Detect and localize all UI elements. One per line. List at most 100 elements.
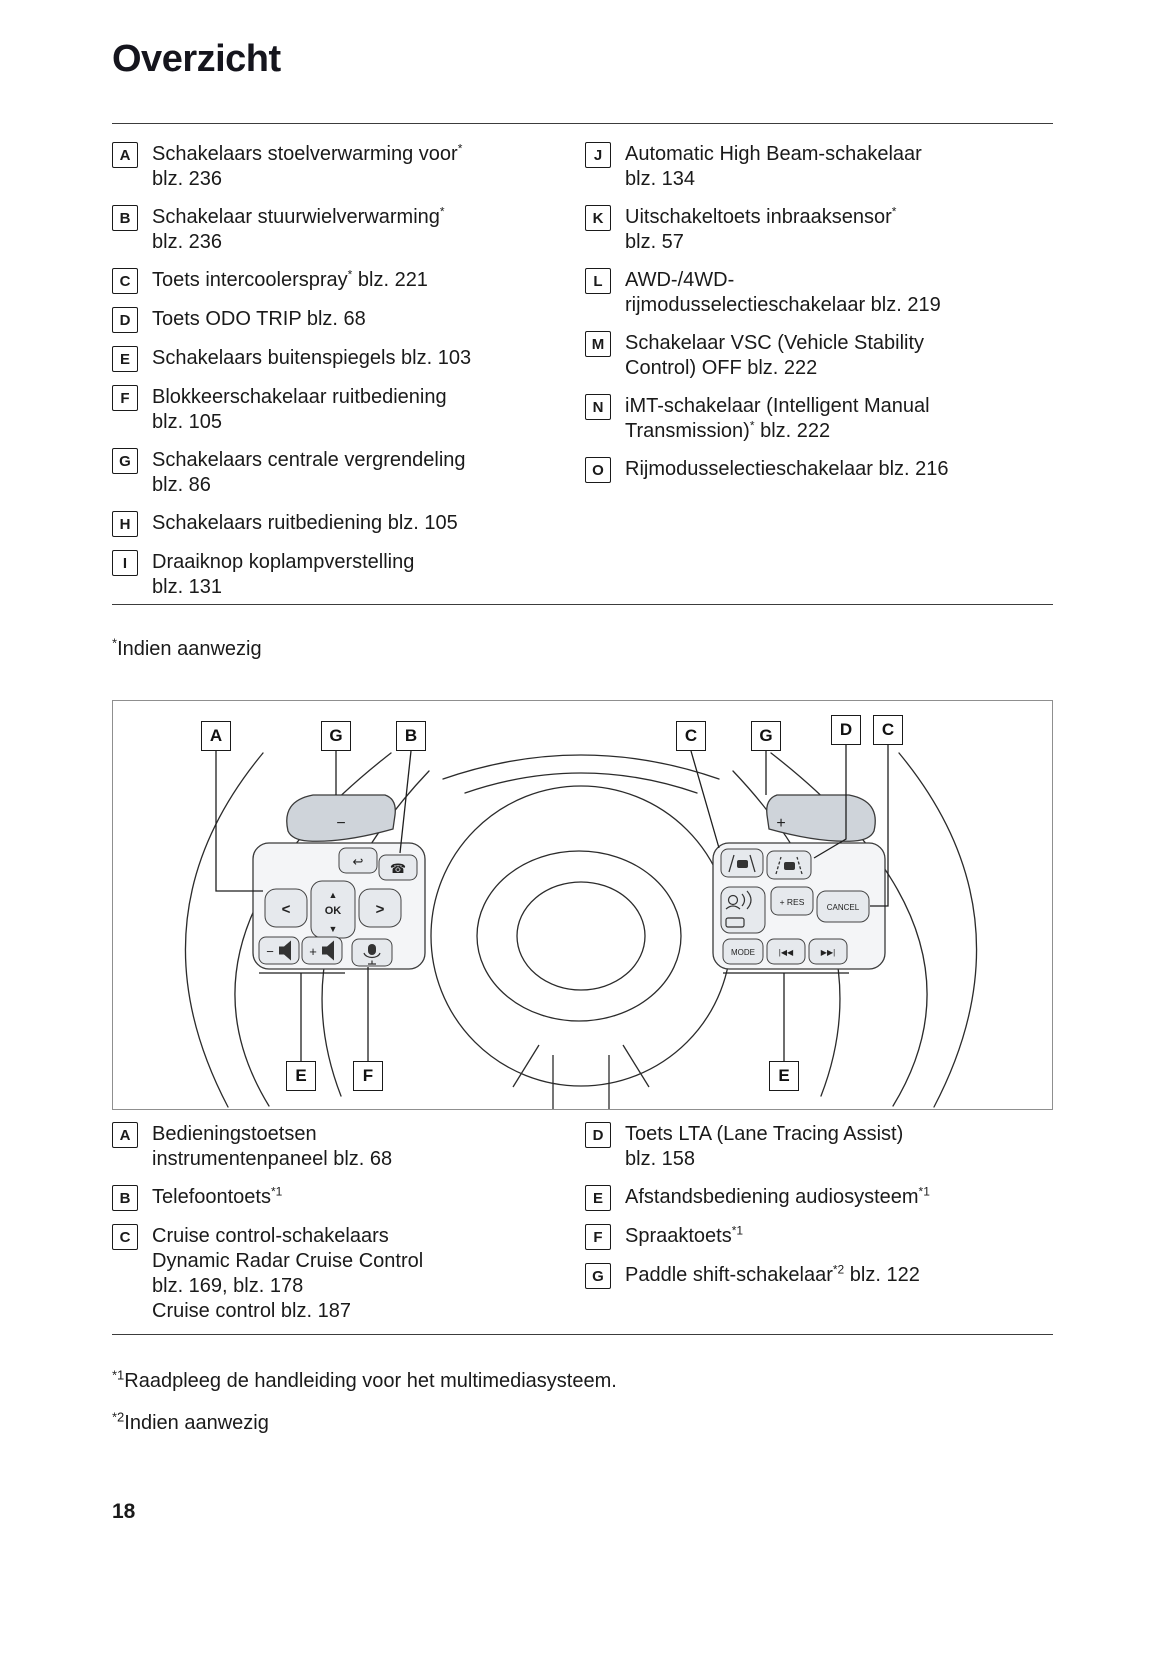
item-text: Schakelaars ruitbediening blz. 105 (152, 511, 458, 537)
item-text: Toets intercoolerspray* blz. 221 (152, 268, 428, 294)
arrow-left-icon: < (282, 901, 291, 918)
lower-spoke-lines (512, 1044, 650, 1109)
item-line: Blokkeerschakelaar ruitbediening (152, 385, 447, 410)
volume-down-label: − (266, 944, 274, 959)
text-segment: blz. 236 (152, 168, 223, 190)
item-line: Draaiknop koplampverstelling (152, 550, 414, 575)
callout-g-right: G (751, 721, 781, 751)
text-segment: Bedieningstoetsen (152, 1123, 317, 1145)
item-letter-badge: O (585, 457, 611, 483)
text-segment: Schakelaars buitenspiegels blz. 103 (152, 347, 472, 369)
item-line: Dynamic Radar Cruise Control (152, 1249, 423, 1274)
mode-label: MODE (731, 948, 755, 957)
arrow-right-button (358, 888, 402, 928)
item-letter-badge: N (585, 394, 611, 420)
item-line: Rijmodusselectieschakelaar blz. 216 (625, 457, 949, 482)
item-letter-badge: C (112, 268, 138, 294)
footnote-text: Indien aanwezig (124, 1412, 269, 1434)
paddle-right (766, 794, 876, 842)
text-segment: Schakelaar VSC (Vehicle Stability (625, 332, 925, 354)
cancel-label: CANCEL (827, 903, 860, 912)
callout-b: B (396, 721, 426, 751)
item-line: AWD-/4WD- (625, 268, 941, 293)
divider-middle (112, 604, 1053, 605)
talk-icon (725, 890, 752, 928)
callout-c-left: C (676, 721, 706, 751)
lta-icon (775, 856, 803, 875)
legend-item: J Automatic High Beam-schakelaar blz. 134 (585, 142, 1053, 192)
text-segment: blz. 134 (625, 168, 696, 190)
text-segment: Toets ODO TRIP blz. 68 (152, 308, 366, 330)
mode-button (722, 938, 764, 965)
divider-bottom (112, 1334, 1053, 1335)
res-button (770, 886, 814, 916)
item-line: Afstandsbediening audiosysteem*1 (625, 1185, 930, 1210)
text-segment: blz. 86 (152, 474, 211, 496)
seek-back-icon: |◀◀ (779, 948, 794, 957)
item-text: Toets LTA (Lane Tracing Assist)blz. 158 (625, 1122, 903, 1172)
footnote-marker: * (112, 635, 118, 651)
text-segment: blz. 236 (152, 231, 223, 253)
superscript-marker: *1 (731, 1223, 744, 1238)
item-text: Afstandsbediening audiosysteem*1 (625, 1185, 930, 1211)
item-line: blz. 131 (152, 575, 414, 600)
superscript-marker: *1 (918, 1184, 930, 1199)
superscript-marker: * (457, 141, 463, 156)
item-letter-badge: G (585, 1263, 611, 1289)
item-text: Rijmodusselectieschakelaar blz. 216 (625, 457, 949, 483)
item-line: Schakelaars buitenspiegels blz. 103 (152, 346, 471, 371)
text-segment: blz. 131 (152, 576, 223, 598)
item-letter-badge: C (112, 1224, 138, 1250)
text-segment: blz. 105 (152, 411, 223, 433)
item-line: Schakelaars stoelverwarming voor* (152, 142, 462, 167)
paddle-plus-label: + (776, 815, 785, 832)
divider-top (112, 123, 1053, 124)
item-text: Toets ODO TRIP blz. 68 (152, 307, 366, 333)
cancel-button (816, 890, 870, 923)
item-line: Toets LTA (Lane Tracing Assist) (625, 1122, 903, 1147)
callout-e-left: E (286, 1061, 316, 1091)
item-line: iMT-schakelaar (Intelligent Manual (625, 394, 930, 419)
text-segment: Cruise control blz. 187 (152, 1300, 351, 1322)
legend-item: E Schakelaars buitenspiegels blz. 103 (112, 346, 570, 372)
item-text: Schakelaars buitenspiegels blz. 103 (152, 346, 471, 372)
superscript-marker: * (891, 204, 897, 219)
page-number: 18 (112, 1500, 136, 1523)
superscript-marker: *1 (270, 1184, 283, 1199)
item-letter-badge: M (585, 331, 611, 357)
item-line: Cruise control-schakelaars (152, 1224, 423, 1249)
item-line: blz. 158 (625, 1147, 903, 1172)
footnote-text: Indien aanwezig (117, 638, 262, 660)
superscript-marker: *2 (832, 1262, 845, 1277)
item-line: Control) OFF blz. 222 (625, 356, 924, 381)
back-icon: ↩ (353, 854, 364, 869)
text-segment: Cruise control-schakelaars (152, 1225, 389, 1247)
text-segment: Automatic High Beam-schakelaar (625, 143, 922, 165)
text-segment: Telefoontoets (152, 1186, 271, 1208)
item-line: Telefoontoets*1 (152, 1185, 282, 1210)
item-text: Schakelaars stoelverwarming voor*blz. 23… (152, 142, 462, 192)
callout-c-right: C (873, 715, 903, 745)
item-text: Schakelaar stuurwielverwarming*blz. 236 (152, 205, 445, 255)
item-line: blz. 57 (625, 230, 896, 255)
talk-button (720, 886, 766, 934)
item-letter-badge: E (112, 346, 138, 372)
phone-button (378, 854, 418, 881)
item-letter-badge: J (585, 142, 611, 168)
item-text: Spraaktoets*1 (625, 1224, 743, 1250)
text-segment: Paddle shift-schakelaar (625, 1264, 833, 1286)
leader-lines (215, 745, 889, 1061)
text-segment: Toets intercoolerspray (152, 269, 348, 291)
